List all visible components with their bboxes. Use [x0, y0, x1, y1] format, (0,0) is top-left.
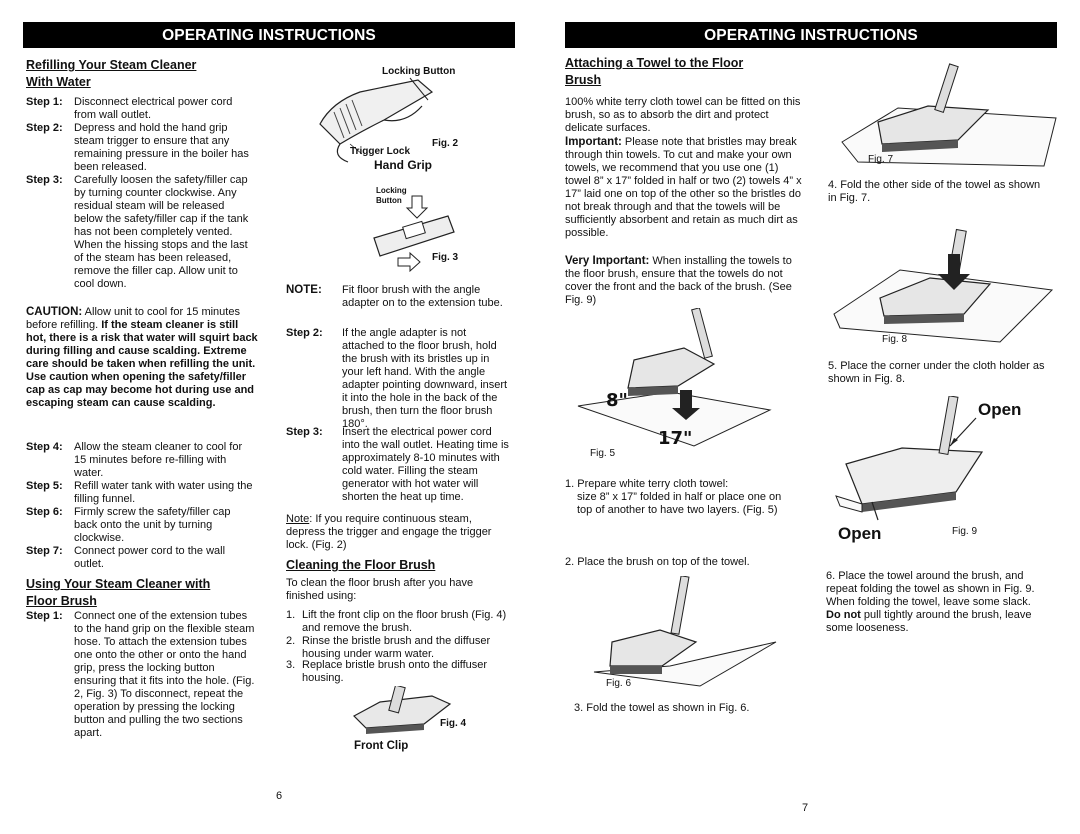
fig2-hand-grip-illustration: Locking Button Trigger Lock Fig. 2 Hand …	[310, 62, 480, 174]
fig2-label: Fig. 2	[432, 138, 459, 149]
refill-step-2: Step 2: Depress and hold the hand grip s…	[26, 122, 249, 173]
floor-brush-drawing	[353, 684, 452, 734]
refill-step-5: Step 5: Refill water tank with water usi…	[26, 480, 253, 505]
extension-tube-drawing	[373, 195, 455, 273]
cleaning-intro: To clean the floor brush after you have …	[286, 577, 474, 602]
fig3-locking-label: Locking	[376, 186, 407, 195]
towel-intro: 100% white terry cloth towel can be fitt…	[565, 96, 801, 134]
fig9-open-bottom: Open	[838, 524, 882, 543]
right-banner: OPERATING INSTRUCTIONS	[565, 22, 1057, 48]
using-heading: Using Your Steam Cleaner with Floor Brus…	[26, 577, 211, 608]
fig4-label: Fig. 4	[440, 718, 467, 729]
cleaning-heading: Cleaning the Floor Brush	[286, 558, 436, 572]
hand-grip-label: Hand Grip	[374, 158, 433, 172]
note-fit-brush: NOTE: Fit floor brush with the angle ada…	[286, 284, 503, 309]
using-step-1: Step 1: Connect one of the extension tub…	[26, 610, 255, 739]
caution-paragraph: CAUTION: Allow unit to cool for 15 minut…	[26, 306, 258, 409]
towel-item-3: 3. Fold the towel as shown in Fig. 6.	[574, 702, 750, 714]
refill-step-3: Step 3: Carefully loosen the safety/fill…	[26, 174, 249, 290]
trigger-lock-label: Trigger Lock	[350, 146, 411, 157]
fig3-locking-illustration: Locking Button Fig. 3	[370, 180, 470, 273]
towel-fold-other-side-drawing	[841, 63, 1057, 167]
towel-item-2: 2. Place the brush on top of the towel.	[565, 556, 750, 568]
brush-step-2: Step 2: If the angle adapter is not atta…	[286, 327, 508, 430]
refill-step-1: Step 1: Disconnect electrical power cord…	[26, 96, 233, 121]
towel-fold-drawing	[593, 575, 777, 687]
fig4-front-clip-illustration: Fig. 4 Front Clip	[340, 684, 480, 756]
towel-item-5: 5. Place the corner under the cloth hold…	[828, 360, 1045, 385]
fig8-label: Fig. 8	[882, 334, 908, 345]
refill-step-7: Step 7: Connect power cord to the wall o…	[26, 545, 226, 570]
refill-step-4: Step 4: Allow the steam cleaner to cool …	[26, 441, 243, 479]
fig5-dim-17: 17"	[658, 428, 693, 449]
important-paragraph: Important: Please note that bristles may…	[565, 136, 802, 239]
cleaning-item-2: 2. Rinse the bristle brush and the diffu…	[286, 635, 491, 660]
towel-item-4: 4. Fold the other side of the towel as s…	[828, 179, 1041, 204]
cleaning-item-3: 3. Replace bristle brush onto the diffus…	[286, 659, 488, 684]
left-page-number: 6	[276, 790, 283, 802]
fig7-label: Fig. 7	[868, 154, 894, 165]
fig5-dim-8: 8"	[606, 390, 628, 411]
towel-item-1: 1. Prepare white terry cloth towel: size…	[565, 478, 782, 516]
fig5-label: Fig. 5	[590, 448, 616, 459]
refill-step-6: Step 6: Firmly screw the safety/filler c…	[26, 506, 231, 544]
towel-wrap-drawing	[835, 395, 984, 521]
towel-item-6: 6. Place the towel around the brush, and…	[826, 570, 1035, 634]
continuous-steam-note: Note: If you require continuous steam, d…	[286, 513, 492, 551]
hand-grip-drawing	[319, 77, 434, 163]
front-clip-label: Front Clip	[354, 740, 409, 752]
attach-heading: Attaching a Towel to the Floor Brush	[565, 56, 744, 87]
fig6-label: Fig. 6	[606, 678, 632, 689]
fig7-towel-illustration: Fig. 7	[838, 62, 1060, 172]
fig9-towel-illustration: Open Open Fig. 9	[832, 395, 1056, 552]
fig9-label: Fig. 9	[952, 526, 978, 537]
refill-heading: Refilling Your Steam Cleaner With Water	[26, 58, 197, 89]
fig8-towel-illustration: Fig. 8	[830, 224, 1056, 348]
left-banner: OPERATING INSTRUCTIONS	[23, 22, 515, 48]
fig5-towel-illustration: 8" 17" Fig. 5	[574, 307, 774, 468]
towel-dimensions-drawing	[577, 307, 772, 447]
cloth-holder-drawing	[833, 228, 1054, 343]
fig3-button-label: Button	[376, 196, 402, 205]
fig3-label: Fig. 3	[432, 252, 459, 263]
very-important-paragraph: Very Important: When installing the towe…	[565, 255, 792, 306]
cleaning-item-1: 1. Lift the front clip on the floor brus…	[286, 609, 507, 634]
locking-button-label: Locking Button	[382, 66, 456, 77]
fig9-open-top: Open	[978, 400, 1022, 419]
fig6-towel-illustration: Fig. 6	[590, 575, 780, 694]
right-page-number: 7	[802, 802, 809, 814]
brush-step-3: Step 3: Insert the electrical power cord…	[286, 426, 509, 503]
